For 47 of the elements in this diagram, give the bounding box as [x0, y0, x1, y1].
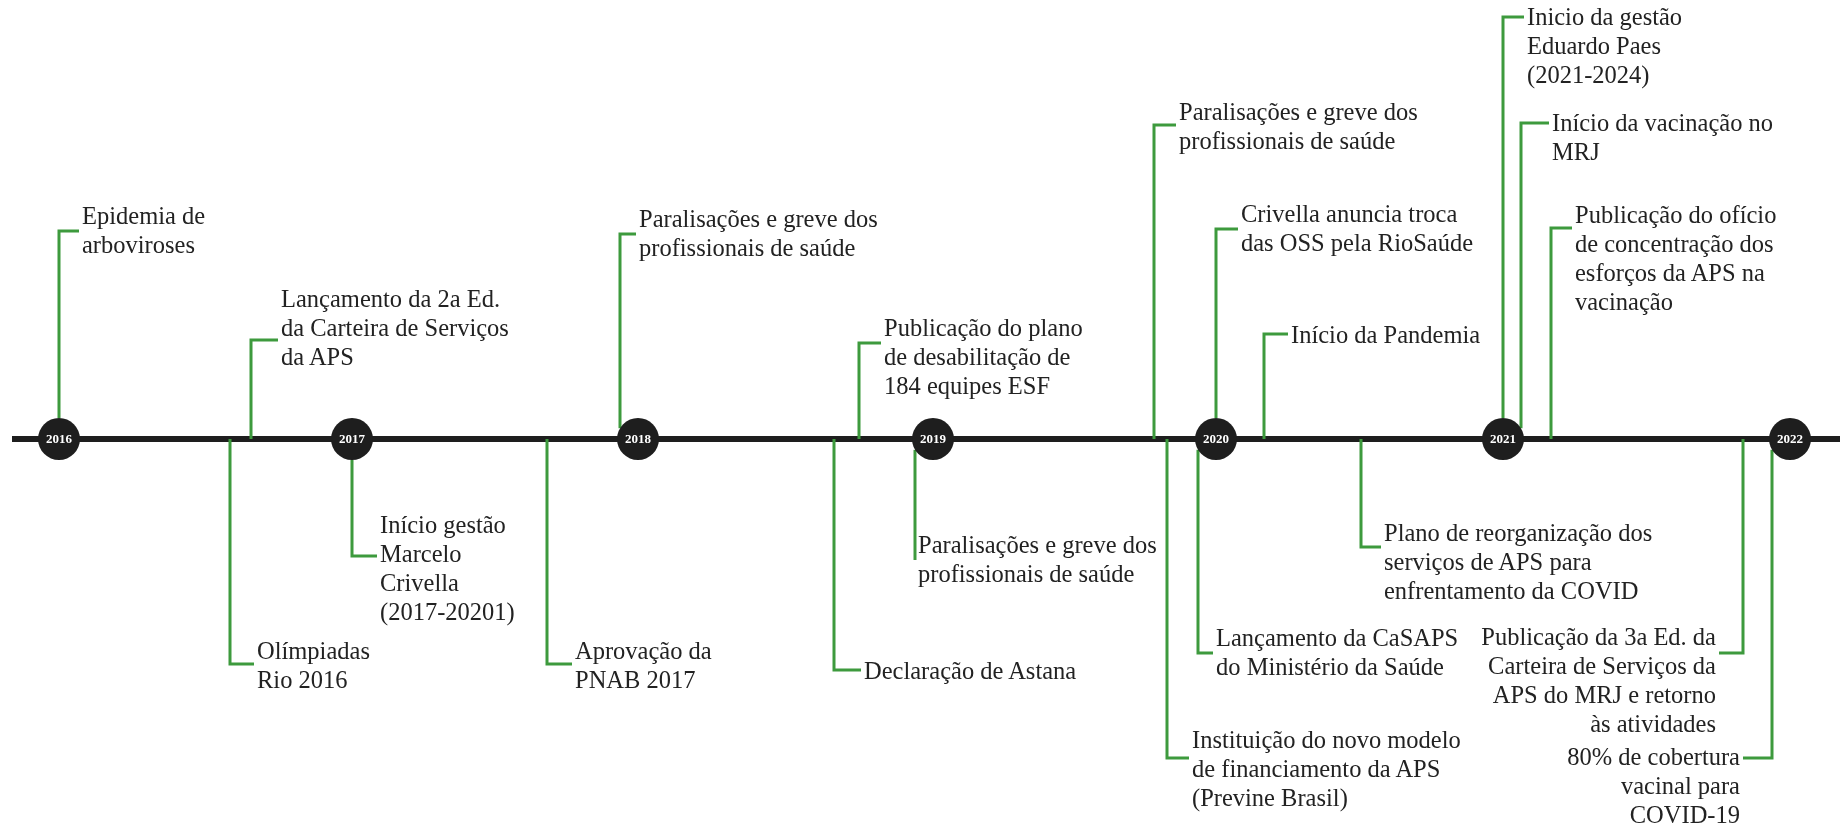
leader-line — [832, 439, 861, 672]
event-label: Epidemia de arboviroses — [82, 201, 217, 259]
leader-line — [913, 449, 917, 562]
event-label: Lançamento da 2a Ed. da Carteira de Serviços da APS — [281, 284, 513, 371]
leader-line — [1165, 439, 1189, 760]
event-label: Instituição do novo modelo de financiamento da APS (Previne Brasil) — [1192, 725, 1467, 812]
year-marker: 2017 — [331, 418, 373, 460]
leader-line — [1719, 439, 1745, 655]
leader-line — [545, 439, 572, 666]
year-marker: 2018 — [617, 418, 659, 460]
leader-line — [350, 460, 377, 558]
event-label: Declaração de Astana — [864, 656, 1109, 685]
event-label: Início da vacinação no MRJ — [1552, 108, 1780, 166]
leader-line — [57, 229, 79, 418]
leader-line — [1501, 15, 1524, 418]
year-marker: 2021 — [1482, 418, 1524, 460]
leader-line — [1196, 449, 1213, 655]
event-label: Publicação do ofício de concentração dos esforços da APS na vacinação — [1575, 200, 1781, 316]
event-label: Paralisações e greve dos profissionais de saúde — [918, 530, 1166, 588]
year-marker: 2020 — [1195, 418, 1237, 460]
event-label: Plano de reorganização dos serviços de APS para enfrentamento da COVID — [1384, 518, 1656, 605]
event-label: Publicação do plano de desabilitação de 184 equipes ESF — [884, 313, 1096, 400]
event-label: Início gestão Marcelo Crivella (2017-20201) — [380, 510, 528, 626]
leader-line — [228, 439, 254, 666]
leader-line — [1549, 226, 1572, 439]
leader-line — [1519, 121, 1549, 429]
event-label: Início da Pandemia — [1291, 320, 1491, 349]
year-marker: 2016 — [38, 418, 80, 460]
event-label: Olímpiadas Rio 2016 — [257, 636, 379, 694]
leader-line — [1743, 449, 1774, 760]
event-label: Inicio da gestão Eduardo Paes (2021-2024) — [1527, 2, 1689, 89]
event-label: Paralisações e greve dos profissionais de saúde — [1179, 97, 1431, 155]
event-label: 80% de cobertura vacinal para COVID-19 — [1562, 742, 1740, 829]
leader-line — [1152, 123, 1176, 439]
event-label: Publicação da 3a Ed. da Carteira de Serviços da APS do MRJ e retorno às atividades — [1476, 622, 1716, 738]
event-label: Crivella anuncia troca das OSS pela RioSaúde — [1241, 199, 1477, 257]
event-label: Aprovação da PNAB 2017 — [575, 636, 725, 694]
event-label: Paralisações e greve dos profissionais de saúde — [639, 204, 891, 262]
leader-line — [1262, 332, 1288, 439]
leader-line — [1359, 439, 1381, 549]
leader-line — [618, 232, 636, 429]
leader-line — [249, 338, 278, 439]
leader-line — [857, 341, 881, 439]
leader-line — [1214, 227, 1238, 418]
year-marker: 2019 — [912, 418, 954, 460]
event-label: Lançamento da CaSAPS do Ministério da Saúde — [1216, 623, 1464, 681]
year-marker: 2022 — [1769, 418, 1811, 460]
